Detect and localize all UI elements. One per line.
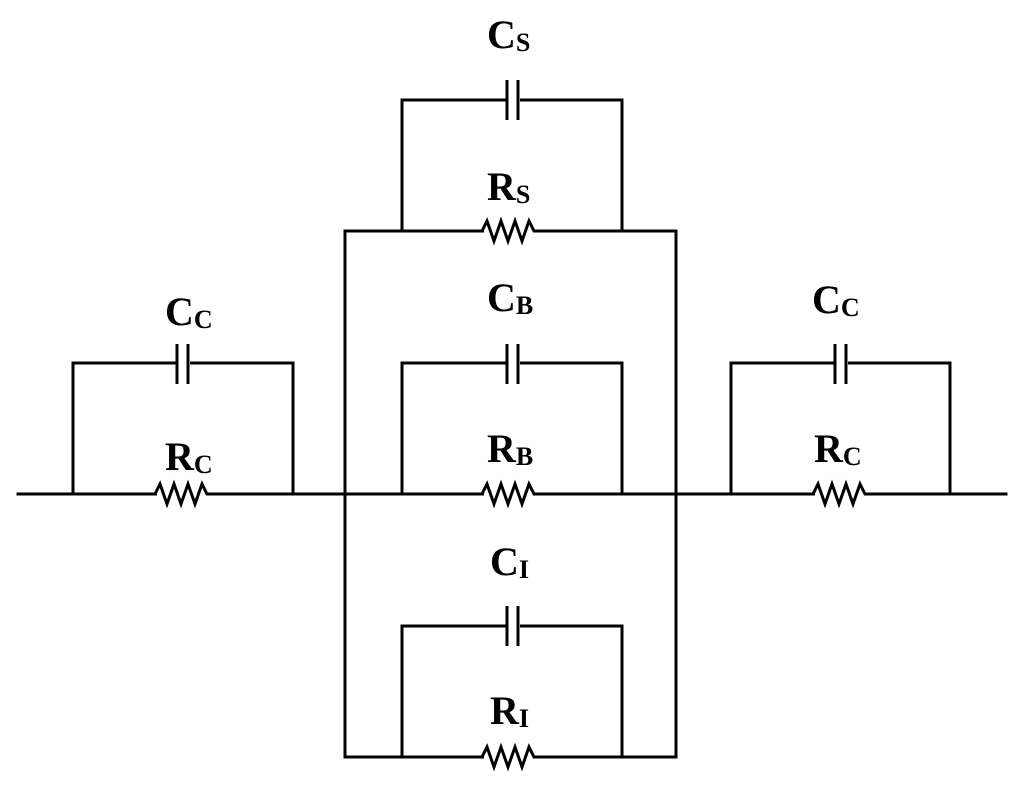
ri-label: RI <box>490 688 529 733</box>
rb-label: RB <box>487 426 533 471</box>
rs-label: RS <box>487 164 530 209</box>
right-contact-block <box>729 344 952 509</box>
rc-left-resistor <box>153 479 213 509</box>
cc-right-label: CC <box>812 277 860 322</box>
ci-label: CI <box>490 539 529 584</box>
rc-right-label: RC <box>814 426 862 471</box>
rb-resistor <box>480 479 542 509</box>
ri-resistor <box>480 742 542 772</box>
cc-left-label: CC <box>165 289 213 334</box>
cs-label: CS <box>487 12 530 57</box>
rc-right-resistor <box>811 479 873 509</box>
rc-left-label: RC <box>165 434 213 479</box>
rs-resistor <box>480 216 542 246</box>
center-block <box>343 80 678 772</box>
cb-label: CB <box>487 275 533 320</box>
left-contact-block <box>71 344 295 509</box>
